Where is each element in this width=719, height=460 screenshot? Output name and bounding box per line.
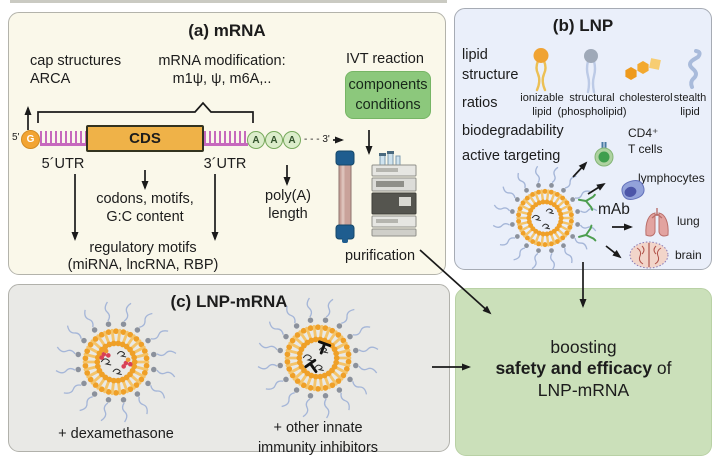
lung-icon [645, 208, 669, 237]
stealth-lipid-label: stealth lipid [673, 92, 707, 119]
top-divider [10, 0, 447, 3]
structural-lipid-icon [584, 49, 598, 94]
mrna-modification-label: mRNA modification: m1ψ, ψ, m6A,.. [158, 53, 286, 88]
panel-lnp-mrna [8, 284, 450, 452]
property-lipid: lipid [462, 47, 488, 63]
innate-inhibitors-label: + other innate immunity inhibitors [257, 420, 379, 456]
brain-label: brain [675, 248, 702, 262]
panel-a-title: (a) mRNA [188, 21, 266, 40]
components-conditions-box: components conditions [345, 71, 431, 119]
purification-label: purification [344, 248, 416, 264]
utr3-label: 3´UTR [203, 156, 247, 172]
panel-b-title: (b) LNP [552, 16, 614, 35]
cap-g-icon: G [21, 130, 40, 149]
panel-c-title: (c) LNP-mRNA [170, 292, 288, 311]
antibody-icon [577, 193, 596, 211]
hplc-machine-icon [371, 151, 417, 237]
dexamethasone-label: + dexamethasone [58, 426, 174, 442]
panel-result [455, 288, 712, 456]
lymphocyte-icon [621, 179, 645, 201]
panel-lnp [454, 8, 712, 270]
property-structure: structure [462, 67, 519, 83]
cap-structures-label: cap structures ARCA [30, 53, 122, 88]
stealth-lipid-icon [688, 49, 702, 89]
lnp-dexamethasone-icon [55, 301, 177, 423]
chromatography-column-icon [335, 150, 355, 243]
property-ratios: ratios [462, 95, 498, 111]
polya-length-label: poly(A) length [265, 188, 311, 223]
utr5-strand-icon [40, 131, 86, 146]
structural-lipid-label: structural (phospholipid) [557, 92, 627, 119]
lung-label: lung [677, 214, 700, 228]
property-biodegradability: biodegradability [462, 123, 564, 139]
lnp-particle-icon [492, 165, 598, 271]
property-active-targeting: active targeting [462, 148, 561, 164]
cd4-tcell-icon [594, 142, 614, 167]
mab-label: mAb [598, 201, 630, 218]
ionizable-lipid-icon [533, 48, 549, 92]
antibody-icon [578, 224, 597, 242]
cholesterol-label: cholesterol [619, 92, 673, 104]
lymphocytes-label: lymphocytes [638, 171, 705, 185]
brain-icon [629, 241, 669, 269]
ionizable-lipid-label: ionizable lipid [520, 92, 564, 119]
regulatory-motifs-label: regulatory motifs (miRNA, lncRNA, RBP) [67, 240, 219, 273]
cholesterol-icon [625, 58, 661, 80]
three-prime-label: - - - 3' [304, 134, 330, 145]
cd4-tcells-label: CD4⁺ T cells [628, 126, 663, 156]
polya-a-icon: A [265, 131, 283, 149]
result-text: boosting safety and efficacy of LNP-mRNA [495, 337, 672, 400]
polya-a-icon: A [247, 131, 265, 149]
cds-box: CDS [86, 125, 204, 152]
codons-label: codons, motifs, G:C content [96, 191, 194, 226]
utr3-strand-icon [204, 131, 248, 146]
utr5-label: 5´UTR [41, 156, 85, 172]
polya-a-icon: A [283, 131, 301, 149]
ivt-reaction-label: IVT reaction [346, 51, 424, 67]
five-prime-label: 5' [12, 132, 20, 143]
lnp-inhibitor-icon [257, 297, 379, 419]
